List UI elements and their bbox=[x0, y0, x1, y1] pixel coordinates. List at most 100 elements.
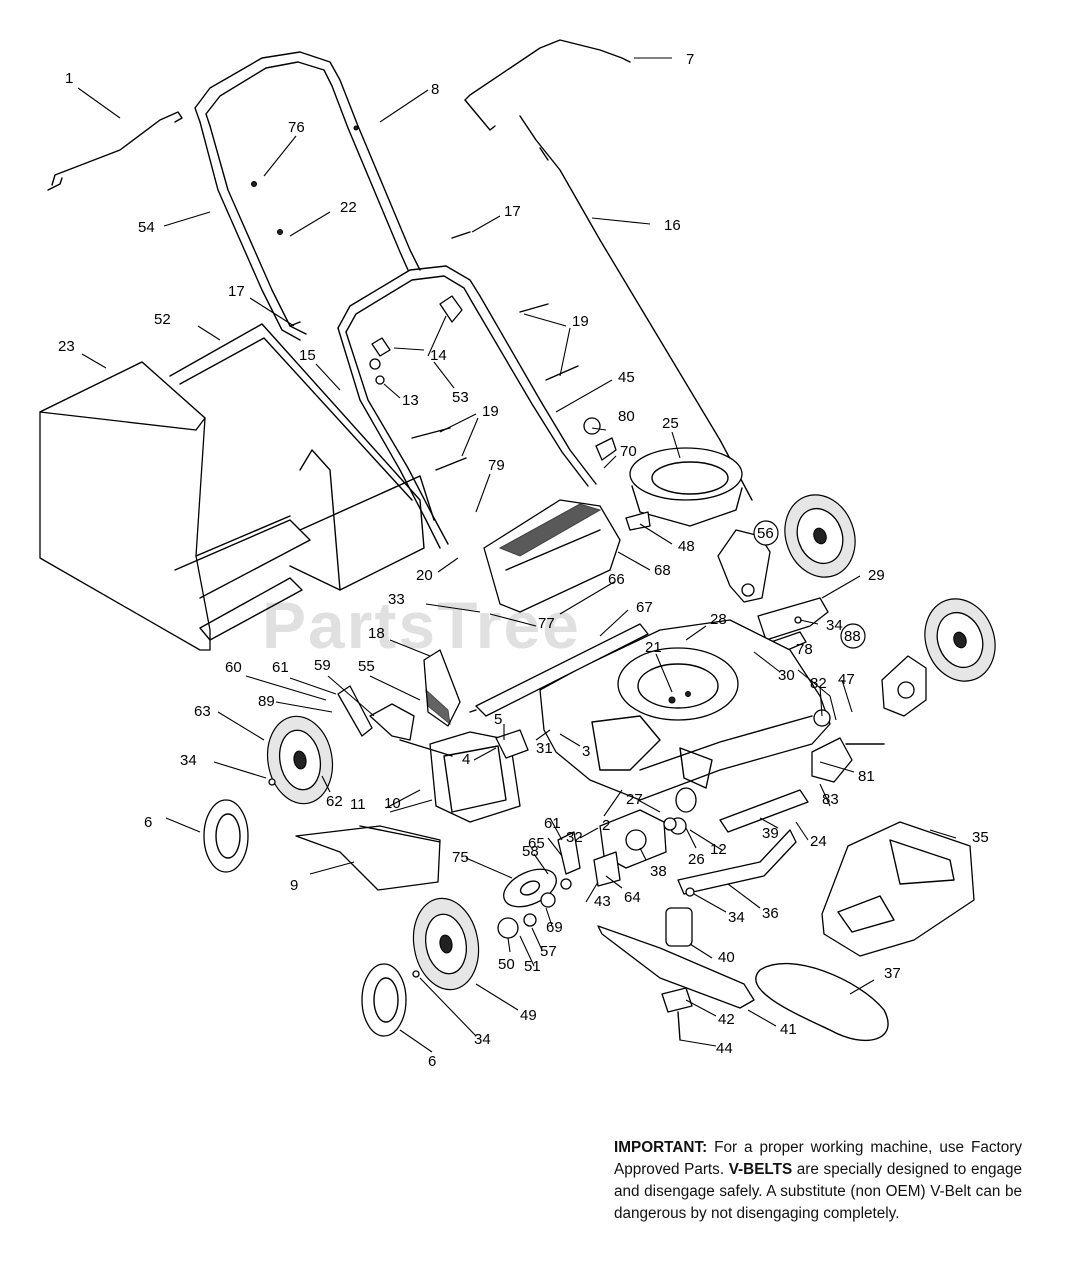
callout-label[interactable]: 2 bbox=[602, 817, 610, 834]
callout-label[interactable]: 34 bbox=[180, 752, 197, 769]
callout-label[interactable]: 41 bbox=[780, 1021, 797, 1038]
callout-label[interactable]: 78 bbox=[796, 641, 813, 658]
callout-label[interactable]: 20 bbox=[416, 567, 433, 584]
callout-label[interactable]: 63 bbox=[194, 703, 211, 720]
callout-label[interactable]: 35 bbox=[972, 829, 989, 846]
part-front-axle[interactable] bbox=[677, 789, 809, 895]
callout-label[interactable]: 31 bbox=[536, 740, 553, 757]
callout-label[interactable]: 53 bbox=[452, 389, 469, 406]
callout-label[interactable]: 21 bbox=[645, 639, 662, 656]
callout-label[interactable]: 68 bbox=[654, 562, 671, 579]
callout-label[interactable]: 47 bbox=[838, 671, 855, 688]
callout-label[interactable]: 43 bbox=[594, 893, 611, 910]
part-spring-48[interactable] bbox=[625, 511, 651, 531]
callout-label[interactable]: 45 bbox=[618, 369, 635, 386]
callout-label[interactable]: 79 bbox=[488, 457, 505, 474]
callout-label[interactable]: 80 bbox=[618, 408, 635, 425]
callout-label[interactable]: 61 bbox=[544, 815, 561, 832]
part-bracket-43[interactable] bbox=[593, 851, 621, 887]
callout-label[interactable]: 13 bbox=[402, 392, 419, 409]
callout-label[interactable]: 33 bbox=[388, 591, 405, 608]
part-deck-cover[interactable] bbox=[821, 821, 975, 957]
callout-label[interactable]: 52 bbox=[154, 311, 171, 328]
callout-label[interactable]: 6 bbox=[144, 814, 152, 831]
part-rear-flap[interactable] bbox=[429, 731, 521, 823]
part-height-lever[interactable] bbox=[337, 649, 461, 741]
callout-label[interactable]: 77 bbox=[538, 615, 555, 632]
part-rear-door[interactable] bbox=[483, 499, 621, 613]
part-cable[interactable] bbox=[519, 115, 753, 501]
callout-label[interactable]: 60 bbox=[225, 659, 242, 676]
callout-label[interactable]: 12 bbox=[710, 841, 727, 858]
part-washer-34b[interactable] bbox=[412, 970, 420, 978]
callout-label[interactable]: 29 bbox=[868, 567, 885, 584]
callout-label[interactable]: 76 bbox=[288, 119, 305, 136]
callout-label[interactable]: 23 bbox=[58, 338, 75, 355]
part-v-belt[interactable] bbox=[755, 962, 889, 1042]
callout-label[interactable]: 81 bbox=[858, 768, 875, 785]
callout-label[interactable]: 48 bbox=[678, 538, 695, 555]
callout-label[interactable]: 40 bbox=[718, 949, 735, 966]
callout-label[interactable]: 56 bbox=[757, 525, 774, 542]
callout-label[interactable]: 34 bbox=[826, 617, 843, 634]
callout-label[interactable]: 10 bbox=[384, 795, 401, 812]
callout-label[interactable]: 6 bbox=[428, 1053, 436, 1070]
callout-label[interactable]: 88 bbox=[844, 628, 861, 645]
callout-label[interactable]: 30 bbox=[778, 667, 795, 684]
part-upper-handle[interactable] bbox=[194, 51, 421, 341]
part-bolt-17a[interactable] bbox=[451, 231, 471, 239]
callout-label[interactable]: 7 bbox=[686, 51, 694, 68]
callout-label[interactable]: 57 bbox=[540, 943, 557, 960]
part-wheel-bracket-88[interactable] bbox=[881, 655, 927, 717]
part-deck[interactable] bbox=[539, 619, 831, 801]
callout-label[interactable]: 67 bbox=[636, 599, 653, 616]
part-front-wheel-right[interactable] bbox=[914, 589, 1007, 691]
callout-label[interactable]: 22 bbox=[340, 199, 357, 216]
callout-label[interactable]: 62 bbox=[326, 793, 343, 810]
callout-label[interactable]: 28 bbox=[710, 611, 727, 628]
callout-label[interactable]: 54 bbox=[138, 219, 155, 236]
callout-label[interactable]: 38 bbox=[650, 863, 667, 880]
callout-label[interactable]: 19 bbox=[572, 313, 589, 330]
callout-label[interactable]: 18 bbox=[368, 625, 385, 642]
callout-label[interactable]: 51 bbox=[524, 958, 541, 975]
callout-label[interactable]: 9 bbox=[290, 877, 298, 894]
callout-label[interactable]: 44 bbox=[716, 1040, 733, 1057]
callout-label[interactable]: 42 bbox=[718, 1011, 735, 1028]
callout-label[interactable]: 17 bbox=[504, 203, 521, 220]
callout-label[interactable]: 14 bbox=[430, 347, 447, 364]
callout-label[interactable]: 55 bbox=[358, 658, 375, 675]
part-spacer-80[interactable] bbox=[583, 417, 601, 435]
part-hubcap-front[interactable] bbox=[361, 963, 407, 1037]
callout-label[interactable]: 37 bbox=[884, 965, 901, 982]
part-bolt-17b[interactable] bbox=[289, 321, 301, 327]
part-washer-34a[interactable] bbox=[268, 778, 276, 786]
callout-label[interactable]: 25 bbox=[662, 415, 679, 432]
callout-label[interactable]: 50 bbox=[498, 956, 515, 973]
callout-label[interactable]: 49 bbox=[520, 1007, 537, 1024]
callout-label[interactable]: 89 bbox=[258, 693, 275, 710]
callout-label[interactable]: 19 bbox=[482, 403, 499, 420]
callout-label[interactable]: 39 bbox=[762, 825, 779, 842]
part-clip-70[interactable] bbox=[595, 437, 617, 461]
callout-label[interactable]: 61 bbox=[272, 659, 289, 676]
callout-label[interactable]: 27 bbox=[626, 791, 643, 808]
part-bolts-19[interactable] bbox=[411, 303, 579, 471]
part-blade[interactable] bbox=[597, 907, 755, 1041]
callout-label[interactable]: 5 bbox=[494, 711, 502, 728]
callout-label[interactable]: 70 bbox=[620, 443, 637, 460]
callout-label[interactable]: 1 bbox=[65, 70, 73, 87]
callout-label[interactable]: 11 bbox=[350, 796, 366, 813]
callout-label[interactable]: 36 bbox=[762, 905, 779, 922]
callout-label[interactable]: 15 bbox=[299, 347, 316, 364]
callout-label[interactable]: 82 bbox=[810, 675, 827, 692]
part-cable-guide[interactable] bbox=[47, 111, 183, 191]
callout-label[interactable]: 32 bbox=[566, 829, 583, 846]
callout-label[interactable]: 4 bbox=[462, 751, 470, 768]
callout-label[interactable]: 66 bbox=[608, 571, 625, 588]
callout-label[interactable]: 64 bbox=[624, 889, 641, 906]
part-washer-34c[interactable] bbox=[685, 887, 695, 897]
part-lower-handle[interactable] bbox=[337, 265, 597, 549]
callout-label[interactable]: 59 bbox=[314, 657, 331, 674]
part-rear-wheel-right[interactable] bbox=[774, 485, 867, 587]
